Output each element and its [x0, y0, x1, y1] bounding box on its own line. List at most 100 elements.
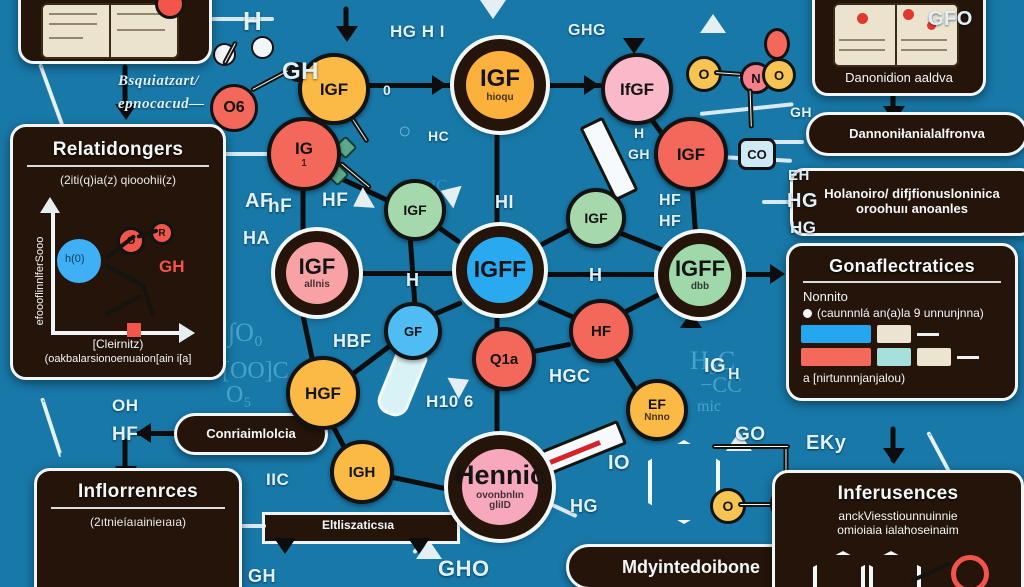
relationships-y-axis [51, 213, 55, 335]
n-orange-ef-sublabel: Nnno [644, 412, 670, 423]
doodle-molecule-left: ∫O₀ [228, 318, 263, 347]
tr-book-page-left [833, 3, 897, 67]
edge-light-right-upper [699, 102, 794, 116]
book-illustration-inferences [37, 529, 239, 587]
n-blue-center-inner: IGFF [467, 237, 533, 303]
inferences-left-panel[interactable]: Inflorrenrces (2ıtnieíaıainieıaıa) [34, 468, 242, 587]
n-pink-top[interactable]: IfGF [601, 53, 673, 125]
n-green-ring-label: IGFF [674, 256, 726, 281]
relationships-x-arrowhead [179, 323, 195, 343]
demonstrations-pill[interactable]: Dannoniłanialalfronva [806, 112, 1024, 156]
relationships-x-axis [51, 331, 181, 335]
relationships-y-label: efoooflinnlferSooo [34, 236, 46, 326]
relationships-panel[interactable]: Relatidongers (2iti(q)ia(z) qiooohii(z) … [10, 124, 226, 380]
floating-label-34: 0 [383, 82, 392, 98]
floating-label-0: H [243, 6, 263, 36]
floating-label-26: IO [608, 452, 631, 474]
n-hub-orange-label: IGF [479, 64, 520, 92]
characteristics-title: Gonaflectratices [829, 256, 975, 276]
n-red-right[interactable]: IGF [654, 117, 728, 191]
n-pink-top-label: IfGF [620, 79, 654, 99]
relationships-scatter-point [57, 239, 101, 283]
myth-pill-label: Mdyintedoibone [622, 556, 760, 577]
n-orange-igh-label: IGH [348, 463, 376, 481]
n-blue-sm[interactable]: GF [384, 302, 442, 360]
edge-dashed-rightlower [926, 431, 953, 476]
relationships-scatter-label: h(0) [65, 253, 85, 265]
arrowhead-hub-pink [584, 75, 599, 95]
book-line-5 [117, 29, 165, 31]
n-red-hf-label: HF [591, 322, 611, 340]
floating-label-8: HA [243, 228, 270, 248]
holonism-pill[interactable]: Holanoiro/ difjfionusloninica oroohuıı a… [790, 168, 1024, 236]
n-blue-center[interactable]: IGFF [456, 226, 544, 314]
white-arrow-topright [700, 14, 726, 33]
top-right-book-panel[interactable]: Danonidion aaldva [812, 0, 986, 96]
floating-label-9: HI [495, 192, 514, 212]
floating-label-3: GHG [568, 22, 606, 39]
atom-pale-topright: CO [738, 138, 776, 170]
relationships-subtitle: (2iti(q)ia(z) qiooohii(z) [59, 173, 177, 187]
book-line-4 [117, 13, 165, 15]
n-orange-ef-label: EF [648, 396, 666, 412]
atom-red-topright [764, 28, 790, 60]
floating-label-30: EH [788, 167, 810, 184]
relationships-molecule-label: GH [159, 257, 185, 276]
n-red-hf[interactable]: HF [569, 299, 633, 363]
inferences-right-title: Inferusences [837, 483, 959, 504]
floating-label-25: HG [570, 496, 598, 516]
inferences-right-panel[interactable]: Inferusences anckViesstiounnuinnie omioi… [772, 470, 1024, 587]
n-blue-sm-label: GF [403, 323, 423, 339]
label-bsquiat-annotation: Bsquiatzart/ [118, 73, 200, 89]
characteristics-rule [803, 281, 1001, 283]
floating-label-7: HF [322, 190, 349, 211]
legend-swatch-blue [801, 325, 871, 343]
n-green-mid[interactable]: IGF [566, 188, 626, 248]
book-line-1 [49, 13, 97, 15]
tr-line-4 [901, 49, 947, 51]
relationships-title: Relatidongers [52, 139, 184, 160]
legend-row-2 [801, 348, 1003, 366]
n-gh-orange-label: IGF [319, 79, 349, 99]
floating-label-5: AF [245, 190, 273, 212]
n-hub-orange-sublabel: hioqu [486, 91, 514, 103]
top-left-book-panel[interactable] [18, 0, 212, 64]
inferences-right-line1: anckViesstiounnuinnie [838, 509, 958, 523]
n-green-mid-label: IGF [584, 210, 608, 226]
edge-igh-to-bottompink [383, 473, 453, 493]
n-red-small[interactable]: Q1a [472, 327, 536, 391]
bond-topright-2 [747, 88, 754, 129]
characteristics-line2-row: (caunnnlá an(a)la 9 unnunjnna) [803, 306, 1001, 320]
edge-controls-horizontal [136, 431, 178, 436]
n-green-sm[interactable]: IGF [384, 179, 446, 241]
floating-label-13: HF [659, 213, 682, 230]
floating-label-31: GH [790, 104, 812, 120]
n-orange-igh[interactable]: IGH [330, 440, 394, 504]
floating-label-19: H [728, 366, 741, 383]
n-gh-orange[interactable]: IGF [298, 53, 370, 125]
edge-greenring-arrow-out [744, 272, 780, 277]
floating-label-32: H [634, 125, 645, 141]
characteristics-panel[interactable]: Gonaflectratices Nonnito (caunnnlá an(a)… [786, 243, 1018, 401]
book-line-3 [49, 37, 83, 39]
n-orange-hgf[interactable]: HGF [286, 356, 360, 430]
bond-bottom-1 [738, 502, 772, 507]
measures-bar[interactable]: Eltliszaticsıa [262, 512, 454, 538]
floating-label-21: OH [112, 396, 139, 415]
n-blue-center-label: IGFF [473, 256, 527, 283]
inferences-right-line2: omioiaia ialahoseinaim [837, 523, 959, 537]
edge-dashed-leftlower [40, 397, 64, 458]
tr-dot-3 [927, 21, 936, 30]
floating-label-4: GFO [928, 8, 973, 30]
atom-white-topleft-2 [251, 36, 274, 59]
inferences-right-ring-1 [813, 551, 873, 587]
